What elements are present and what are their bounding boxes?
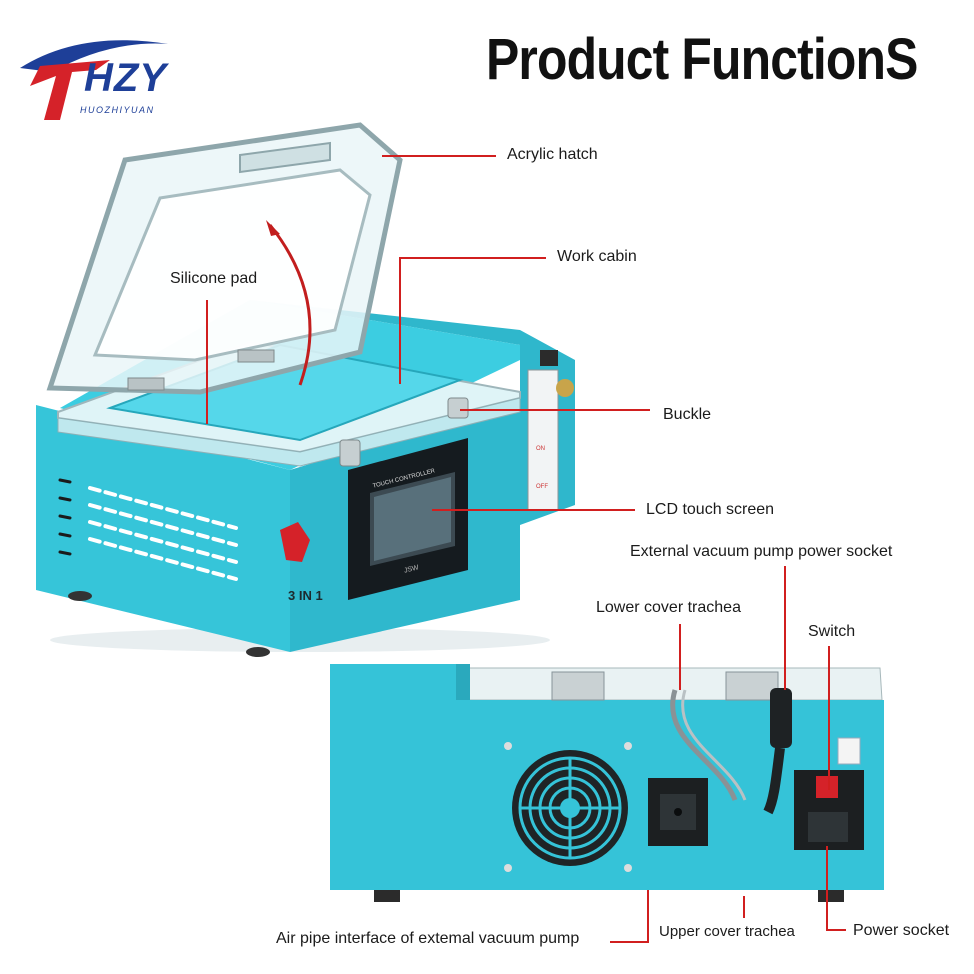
label-air-pipe-interface: Air pipe interface of extemal vacuum pum… (276, 930, 580, 947)
page-title: Product FunctionS (486, 27, 918, 92)
label-lcd-touch-screen: LCD touch screen (646, 501, 775, 518)
label-upper-cover-trachea: Upper cover trachea (659, 923, 795, 940)
model-text: 3 IN 1 (288, 588, 323, 603)
label-power-socket: Power socket (853, 922, 950, 939)
vacuum-machine-rear (330, 664, 884, 902)
vacuum-machine-front (36, 122, 575, 657)
logo-subtitle: HUOZHIYUAN (80, 105, 155, 115)
label-lower-cover-trachea: Lower cover trachea (596, 599, 741, 616)
logo-emblem (20, 40, 168, 120)
label-buckle: Buckle (663, 406, 712, 423)
leader-lines (206, 155, 846, 943)
logo-name: HZY (84, 56, 167, 100)
label-silicone-pad: Silicone pad (170, 270, 258, 287)
label-external-pump-socket: External vacuum pump power socket (630, 543, 893, 560)
label-switch: Switch (808, 623, 856, 640)
label-acrylic-hatch: Acrylic hatch (507, 146, 598, 163)
label-work-cabin: Work cabin (557, 248, 637, 265)
on-text: ON (536, 446, 545, 452)
off-text: OFF (536, 484, 548, 490)
